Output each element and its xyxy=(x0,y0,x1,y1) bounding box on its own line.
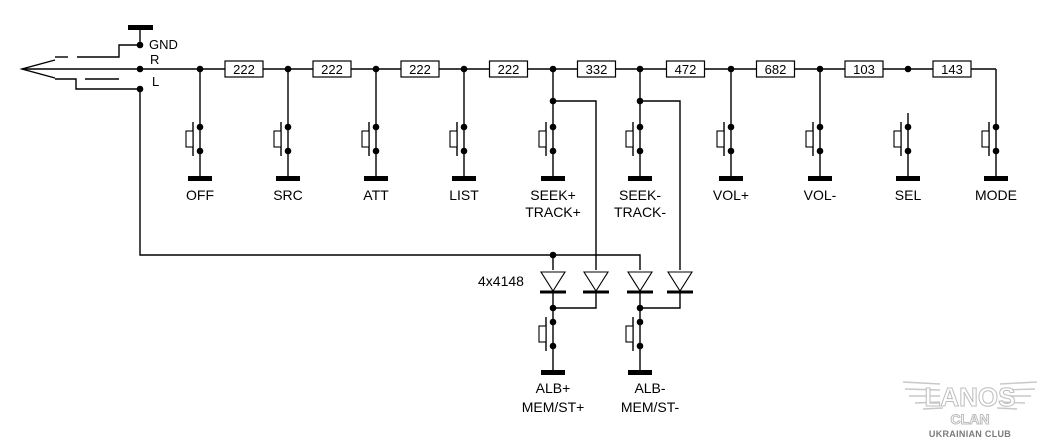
button-label: VOL- xyxy=(804,187,837,203)
button-alb-plus[interactable]: ALB+ MEM/ST+ xyxy=(522,308,585,415)
button-list[interactable]: LIST xyxy=(449,65,479,203)
ground-symbol xyxy=(541,370,565,375)
button-label: LIST xyxy=(449,187,479,203)
resistor xyxy=(932,60,972,78)
resistor-value: 472 xyxy=(675,62,697,77)
ground-symbol xyxy=(719,176,743,181)
resistor-ladder: 222 222 222 222 332 472 682 103 143 xyxy=(140,60,996,78)
resistor-value: 222 xyxy=(321,62,343,77)
button-seek[interactable]: SEEK+TRACK+ xyxy=(525,65,581,220)
button-label: SEL xyxy=(895,187,922,203)
ground-symbol xyxy=(628,370,652,375)
ground-symbol xyxy=(541,176,565,181)
ground-symbol xyxy=(188,176,212,181)
lanos-clan-logo: LANOS CLAN UKRAINIAN CLUB xyxy=(902,381,1038,439)
button-sel[interactable]: SEL xyxy=(893,65,922,203)
ground-symbol xyxy=(628,176,652,181)
logo-tagline: UKRAINIAN CLUB xyxy=(929,429,1011,439)
button-label: TRACK+ xyxy=(525,204,581,220)
button-vol[interactable]: VOL- xyxy=(804,65,837,203)
logo-subtitle: CLAN xyxy=(951,411,990,427)
resistor-value: 103 xyxy=(853,62,875,77)
button-att[interactable]: ATT xyxy=(361,65,389,203)
button-off[interactable]: OFF xyxy=(185,65,214,203)
resistor xyxy=(576,60,617,78)
button-row: OFF SRC ATT LIST SEEK+TRACK+ SEEK-TRACK- VOL+ V… xyxy=(185,65,1017,220)
button-label: VOL+ xyxy=(713,187,749,203)
ground-symbol xyxy=(808,176,832,181)
logo-title: LANOS xyxy=(925,382,1016,412)
button-label: SEEK+ xyxy=(530,187,576,203)
button-label: OFF xyxy=(186,187,214,203)
button-vol[interactable]: VOL+ xyxy=(713,65,749,203)
ground-symbol xyxy=(896,176,920,181)
button-label: ALB+ xyxy=(536,380,571,396)
resistor xyxy=(312,60,352,78)
button-label: MEM/ST- xyxy=(621,399,680,415)
resistor-value: 222 xyxy=(233,62,255,77)
diode-1n4148 xyxy=(540,271,566,294)
resistor xyxy=(400,60,440,78)
button-label: ATT xyxy=(363,187,389,203)
button-src[interactable]: SRC xyxy=(273,65,303,203)
pin-label-l: L xyxy=(152,74,159,89)
ground-symbol xyxy=(452,176,476,181)
resistor-value: 143 xyxy=(941,62,963,77)
pin-label-r: R xyxy=(150,52,159,67)
button-label: ALB- xyxy=(634,380,665,396)
button-seek[interactable]: SEEK-TRACK- xyxy=(614,65,666,220)
ground-symbol xyxy=(364,176,388,181)
ground-symbol xyxy=(276,176,300,181)
resistor xyxy=(665,60,706,78)
pin-label-gnd: GND xyxy=(149,37,178,52)
resistor-value: 222 xyxy=(498,62,520,77)
resistor-value: 682 xyxy=(765,62,787,77)
button-label: SRC xyxy=(273,187,303,203)
button-mode[interactable]: MODE xyxy=(975,69,1017,203)
audio-jack: GND R L xyxy=(19,25,641,270)
button-alb-minus[interactable]: ALB- MEM/ST- xyxy=(621,308,680,415)
resistor-value: 332 xyxy=(586,62,608,77)
diode-label: 4x4148 xyxy=(478,273,524,289)
resistor xyxy=(755,60,796,78)
ground-symbol xyxy=(984,176,1008,181)
resistor xyxy=(844,60,884,78)
resistor xyxy=(488,60,529,78)
button-label: SEEK- xyxy=(619,187,661,203)
button-label: TRACK- xyxy=(614,204,666,220)
diode-1n4148 xyxy=(583,271,609,294)
ground-symbol-jack xyxy=(128,25,153,30)
diode-1n4148 xyxy=(667,271,693,294)
resistor-value: 222 xyxy=(409,62,431,77)
button-label: MODE xyxy=(975,187,1017,203)
resistor xyxy=(224,60,264,78)
diode-1n4148 xyxy=(627,271,653,294)
button-label: MEM/ST+ xyxy=(522,399,585,415)
